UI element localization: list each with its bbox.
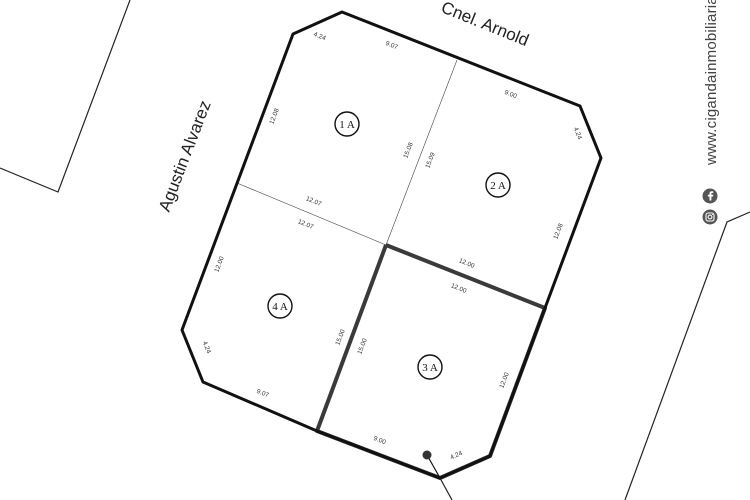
measurement-label: 9.07: [255, 388, 270, 399]
measurement-label: 15.00: [356, 337, 369, 355]
measurement-label: 4.24: [572, 126, 583, 141]
measurement-label: 4.24: [449, 450, 464, 462]
measurement-label: 4.24: [201, 340, 212, 355]
facebook-icon[interactable]: [702, 188, 718, 204]
neighbor-block-right: [624, 211, 750, 500]
lot-label: 4 A: [272, 301, 288, 313]
measurement-label: 12.07: [305, 195, 323, 208]
measurement-label: 12.00: [213, 255, 226, 273]
lot-label: 1 A: [339, 119, 355, 131]
street-name-top: Cnel. Arnold: [439, 0, 532, 50]
lot-label: 2 A: [490, 180, 506, 192]
measurement-label: 15.09: [424, 151, 437, 169]
measurement-label: 15.00: [334, 328, 347, 346]
measurement-label: 4.24: [312, 31, 327, 42]
measurement-label: 12.07: [297, 218, 315, 231]
neighbor-block-bottom-line: [439, 477, 453, 500]
measurement-label: 12.00: [498, 371, 511, 389]
measurement-label: 15.08: [402, 141, 415, 159]
lot-4a[interactable]: 4 A: [267, 293, 293, 319]
measurement-label: 12.08: [552, 222, 565, 240]
measurement-label: 9.00: [372, 435, 387, 446]
division-line-horizontal: [236, 182, 387, 246]
measurement-label: 12.00: [458, 257, 476, 270]
lot-label: 3 A: [422, 362, 438, 374]
street-name-left: Agustin Alvarez: [155, 98, 215, 214]
lot-label-circle: [485, 172, 511, 198]
lot-3a[interactable]: 3 A: [417, 354, 443, 380]
measurement-label: 9.07: [384, 40, 399, 51]
division-line-vertical: [385, 59, 458, 246]
neighbor-block-left: [0, 0, 131, 193]
marker-pin: [422, 450, 432, 460]
lot-1a[interactable]: 1 A: [334, 111, 360, 137]
measurement-label: 12.08: [268, 107, 281, 125]
lot-2a[interactable]: 2 A: [485, 172, 511, 198]
measurement-label: 9.00: [503, 89, 518, 100]
measurement-label: 12.00: [450, 282, 468, 295]
brand-website: www.cigandainmobiliaria.: [703, 0, 720, 166]
block-outline: [180, 10, 603, 480]
lot-label-circle: [267, 293, 293, 319]
lot-label-circle: [417, 354, 443, 380]
instagram-icon[interactable]: [702, 209, 718, 225]
lot-label-circle: [334, 111, 360, 137]
